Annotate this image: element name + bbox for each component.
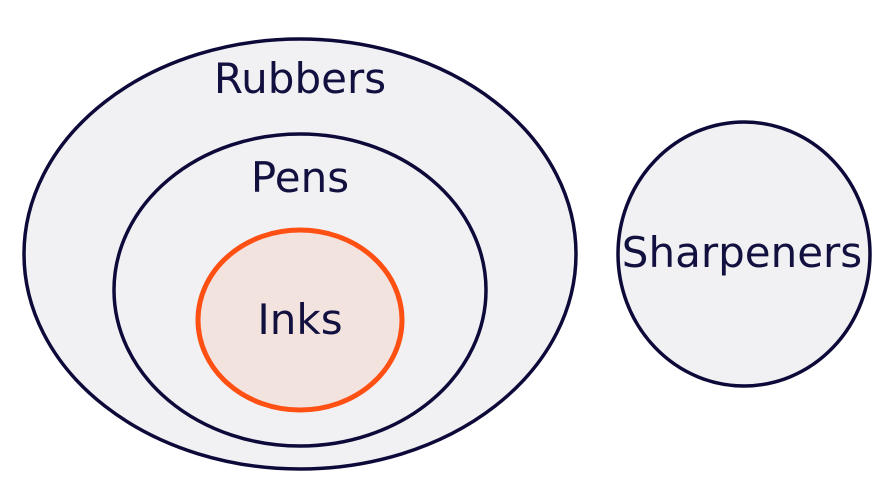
set-inks: Inks bbox=[195, 227, 405, 413]
set-pens-label: Pens bbox=[251, 153, 349, 202]
set-inks-label: Inks bbox=[257, 295, 342, 344]
set-sharpeners-ellipse bbox=[616, 120, 872, 388]
set-sharpeners: Sharpeners bbox=[616, 120, 872, 388]
set-sharpeners-label: Sharpeners bbox=[622, 228, 862, 277]
set-inks-ellipse bbox=[195, 227, 405, 413]
set-rubbers-label: Rubbers bbox=[214, 54, 386, 103]
